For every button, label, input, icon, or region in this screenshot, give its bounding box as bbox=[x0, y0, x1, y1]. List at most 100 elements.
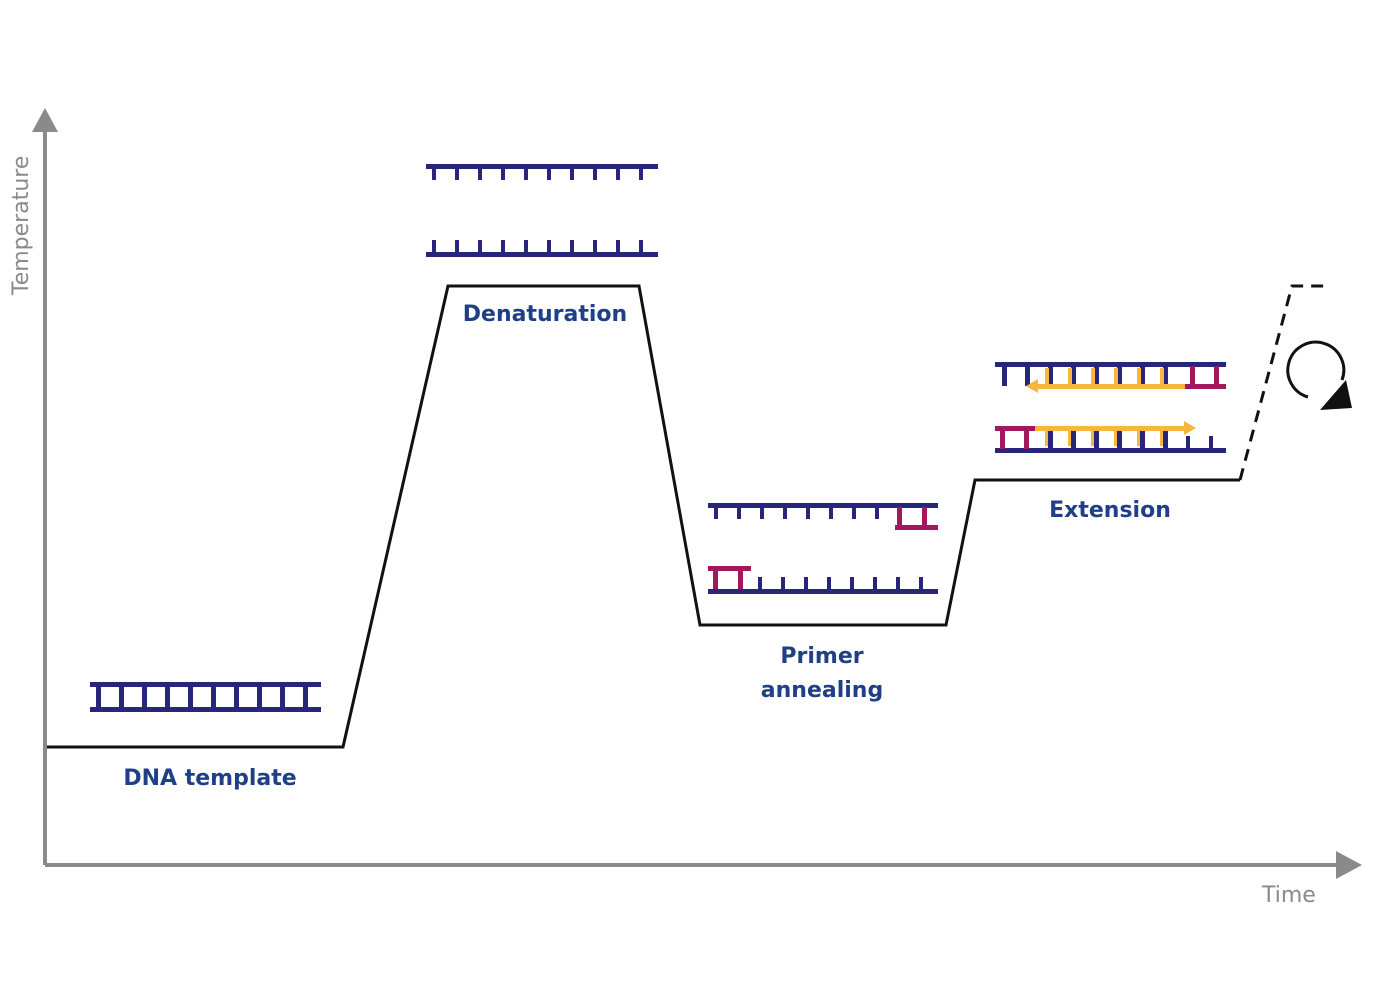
base-pair-rung bbox=[1140, 366, 1145, 386]
strand-backbone bbox=[708, 503, 938, 508]
strand-backbone bbox=[708, 589, 938, 594]
new-base-tick bbox=[1068, 430, 1072, 446]
next-cycle-dashed-line bbox=[1238, 284, 1330, 481]
base-tick bbox=[524, 240, 528, 252]
primer-backbone bbox=[895, 525, 938, 530]
base-tick bbox=[593, 240, 597, 252]
label-denaturation: Denaturation bbox=[463, 302, 627, 327]
strand-backbone bbox=[90, 707, 321, 712]
base-pair-rung bbox=[280, 684, 285, 709]
base-pair-rung bbox=[1163, 431, 1168, 448]
base-pair-rung bbox=[1048, 366, 1053, 386]
primer-backbone bbox=[1185, 384, 1226, 389]
base-tick bbox=[714, 507, 718, 519]
strand-backbone bbox=[426, 164, 658, 169]
primer-rung bbox=[1190, 366, 1195, 386]
base-tick bbox=[852, 507, 856, 519]
base-pair-rung bbox=[303, 684, 308, 709]
base-tick bbox=[547, 168, 551, 180]
annealing-strand-bottom bbox=[708, 566, 938, 594]
new-base-tick bbox=[1091, 368, 1095, 384]
axes: Time Temperature bbox=[9, 108, 1362, 908]
base-pair-rung bbox=[234, 684, 239, 709]
base-pair-rung bbox=[165, 684, 170, 709]
primer-rung bbox=[1214, 366, 1219, 386]
base-pair-rung bbox=[1048, 431, 1053, 448]
strand-backbone bbox=[90, 682, 321, 687]
strand-backbone bbox=[995, 448, 1226, 453]
base-tick bbox=[616, 240, 620, 252]
base-pair-rung bbox=[188, 684, 193, 709]
base-tick bbox=[501, 168, 505, 180]
strand-backbone bbox=[426, 252, 658, 257]
label-dna-template: DNA template bbox=[123, 766, 296, 791]
base-pair-rung bbox=[1094, 366, 1099, 386]
primer-backbone bbox=[995, 426, 1035, 431]
extension-left-arrow-icon bbox=[1026, 379, 1038, 393]
base-tick bbox=[850, 577, 854, 589]
annealing-strand-top bbox=[708, 503, 938, 530]
base-tick bbox=[783, 507, 787, 519]
base-tick bbox=[737, 507, 741, 519]
base-tick bbox=[758, 577, 762, 589]
base-pair-rung bbox=[1025, 366, 1030, 386]
denatured-strand-top bbox=[426, 164, 658, 180]
base-tick bbox=[455, 168, 459, 180]
base-pair-rung bbox=[1117, 366, 1122, 386]
dna-template-double-strand bbox=[90, 682, 321, 712]
x-axis-label: Time bbox=[1261, 883, 1316, 908]
new-base-tick bbox=[1068, 368, 1072, 384]
new-base-tick bbox=[1137, 368, 1141, 384]
base-pair-rung bbox=[1094, 431, 1099, 448]
base-tick bbox=[547, 240, 551, 252]
primer-rung bbox=[1024, 429, 1029, 449]
base-tick bbox=[806, 507, 810, 519]
base-tick bbox=[919, 577, 923, 589]
x-axis-arrow-icon bbox=[1336, 851, 1362, 879]
primer-rung bbox=[922, 507, 927, 527]
new-base-tick bbox=[1045, 368, 1049, 384]
primer-rung bbox=[897, 507, 902, 527]
base-tick bbox=[570, 168, 574, 180]
base-tick bbox=[873, 577, 877, 589]
y-axis-arrow-icon bbox=[32, 108, 58, 132]
new-base-tick bbox=[1114, 368, 1118, 384]
base-pair-rung bbox=[1117, 431, 1122, 448]
new-base-tick bbox=[1160, 368, 1164, 384]
primer-backbone bbox=[708, 566, 751, 571]
new-base-tick bbox=[1114, 430, 1118, 446]
base-tick bbox=[478, 168, 482, 180]
base-tick bbox=[896, 577, 900, 589]
base-tick bbox=[524, 168, 528, 180]
base-tick bbox=[432, 240, 436, 252]
base-pair-rung bbox=[96, 684, 101, 709]
base-pair-rung bbox=[142, 684, 147, 709]
base-tick bbox=[593, 168, 597, 180]
base-pair-rung bbox=[1140, 431, 1145, 448]
label-extension: Extension bbox=[1049, 498, 1171, 523]
new-base-tick bbox=[1045, 430, 1049, 446]
base-tick bbox=[781, 577, 785, 589]
primer-rung bbox=[713, 569, 718, 589]
base-tick bbox=[639, 168, 643, 180]
base-tick bbox=[616, 168, 620, 180]
label-annealing: annealing bbox=[761, 678, 883, 703]
base-tick bbox=[760, 507, 764, 519]
base-tick bbox=[501, 240, 505, 252]
base-tick bbox=[455, 240, 459, 252]
base-pair-rung bbox=[257, 684, 262, 709]
base-tick bbox=[432, 168, 436, 180]
y-axis-label: Temperature bbox=[9, 156, 34, 296]
new-base-tick bbox=[1137, 430, 1141, 446]
base-tick bbox=[1186, 436, 1190, 448]
extension-strand-top bbox=[995, 362, 1226, 393]
denatured-strand-bottom bbox=[426, 240, 658, 257]
primer-rung bbox=[1000, 429, 1005, 449]
new-strand-backbone bbox=[1035, 384, 1185, 389]
temperature-profile-line bbox=[47, 284, 1240, 749]
base-tick bbox=[1209, 436, 1213, 448]
label-primer: Primer bbox=[780, 644, 863, 669]
base-tick bbox=[804, 577, 808, 589]
base-pair-rung bbox=[1163, 366, 1168, 386]
